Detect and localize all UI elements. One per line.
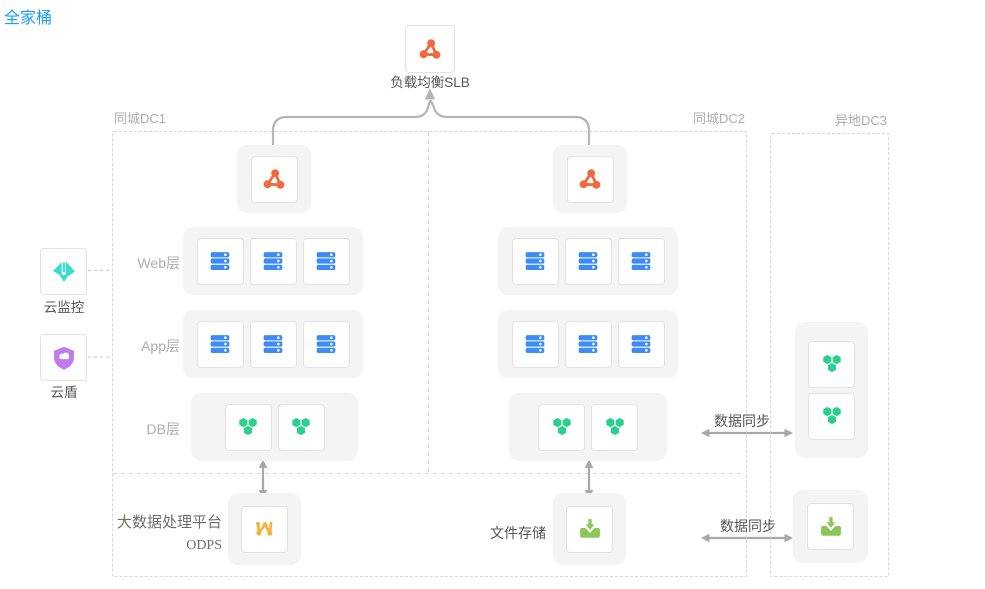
app-server-node — [564, 320, 612, 368]
app-server-node — [249, 320, 297, 368]
dc1-db-group — [191, 393, 358, 461]
odps-group — [228, 493, 301, 565]
dc3-zone-box — [770, 133, 889, 577]
file-storage-node — [807, 503, 854, 550]
database-icon — [818, 402, 846, 430]
slb-icon — [260, 165, 288, 193]
cloud-shield-icon — [50, 344, 78, 372]
database-icon — [818, 350, 846, 378]
dc1-zone-label: 同城DC1 — [114, 111, 167, 126]
app-server-node — [196, 320, 244, 368]
dc2-slb-group — [553, 145, 627, 213]
cloud-shield-node — [40, 334, 87, 381]
slb-icon — [416, 35, 444, 63]
server-icon — [259, 330, 287, 358]
file-storage-group — [553, 493, 626, 565]
database-icon — [601, 413, 629, 441]
cloud-shield-label: 云盾 — [50, 385, 78, 400]
database-node — [808, 340, 855, 388]
database-node — [591, 403, 638, 451]
server-icon — [627, 330, 655, 358]
web-server-node — [564, 237, 612, 285]
db-sync-label: 数据同步 — [714, 413, 770, 429]
db-layer-label: DB层 — [146, 421, 180, 437]
app-server-node — [511, 320, 559, 368]
cloud-monitor-icon — [50, 258, 78, 286]
database-node — [224, 403, 272, 451]
slb-node — [405, 25, 455, 73]
dc2-zone-label: 同城DC2 — [692, 111, 745, 126]
dc2-web-group — [498, 227, 678, 295]
slb-label: 负载均衡SLB — [390, 75, 470, 90]
odps-label-block: 大数据处理平台 ODPS — [58, 511, 222, 554]
file-storage-label: 文件存储 — [490, 525, 546, 541]
file-storage-icon — [576, 515, 604, 543]
database-icon — [234, 413, 262, 441]
dc1-app-group — [183, 310, 363, 378]
server-icon — [574, 330, 602, 358]
database-icon — [287, 413, 315, 441]
web-server-node — [617, 237, 665, 285]
slb-icon — [576, 165, 604, 193]
server-icon — [259, 247, 287, 275]
database-node — [277, 403, 325, 451]
server-icon — [627, 247, 655, 275]
page-title[interactable]: 全家桶 — [4, 10, 53, 27]
file-storage-icon — [817, 513, 845, 541]
server-icon — [312, 330, 340, 358]
web-server-node — [302, 237, 350, 285]
cloud-monitor-node — [40, 248, 87, 295]
file-storage-node — [566, 505, 613, 553]
odps-icon — [251, 515, 279, 543]
server-icon — [312, 247, 340, 275]
web-server-node — [249, 237, 297, 285]
database-icon — [548, 413, 576, 441]
database-node — [538, 403, 585, 451]
file-sync-label: 数据同步 — [720, 518, 776, 534]
dc2-db-group — [509, 393, 667, 461]
server-icon — [206, 247, 234, 275]
app-layer-label: App层 — [141, 338, 180, 354]
app-server-node — [617, 320, 665, 368]
dc2-slb-node — [566, 155, 614, 203]
dc1-slb-node — [250, 155, 298, 203]
web-layer-label: Web层 — [137, 255, 180, 271]
dc3-zone-label: 异地DC3 — [834, 113, 887, 128]
dc3-storage-group — [793, 490, 868, 563]
dc2-app-group — [498, 310, 678, 378]
odps-node — [241, 505, 288, 553]
odps-title: 大数据处理平台 — [116, 515, 222, 531]
app-server-node — [302, 320, 350, 368]
odps-subtitle: ODPS — [186, 538, 222, 553]
web-server-node — [196, 237, 244, 285]
database-node — [808, 392, 855, 440]
dc3-db-group — [795, 322, 868, 458]
dc1-slb-group — [237, 145, 311, 213]
server-icon — [521, 330, 549, 358]
server-icon — [206, 330, 234, 358]
web-server-node — [511, 237, 559, 285]
server-icon — [521, 247, 549, 275]
cloud-monitor-label: 云监控 — [43, 300, 85, 315]
dc1-dc2-zone-box — [112, 131, 747, 577]
server-icon — [574, 247, 602, 275]
dc1-web-group — [183, 227, 363, 295]
